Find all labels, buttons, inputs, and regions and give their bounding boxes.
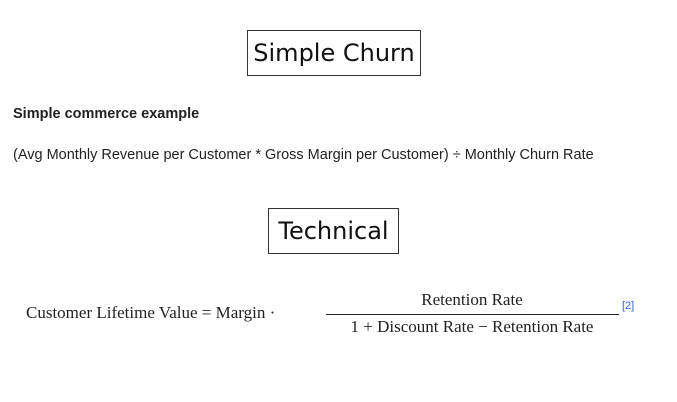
formula-denominator: 1 + Discount Rate − Retention Rate: [350, 317, 594, 336]
simple-formula: (Avg Monthly Revenue per Customer * Gros…: [13, 147, 594, 163]
formula-numerator: Retention Rate: [421, 290, 523, 309]
section-title-technical: Technical: [268, 208, 399, 254]
formula-lhs: Customer Lifetime Value = Margin ·: [26, 303, 276, 322]
example-heading: Simple commerce example: [13, 106, 200, 122]
reference-link[interactable]: [2]: [622, 300, 635, 312]
fraction-bar: [326, 314, 619, 315]
section-title-simple-churn: Simple Churn: [247, 30, 421, 76]
